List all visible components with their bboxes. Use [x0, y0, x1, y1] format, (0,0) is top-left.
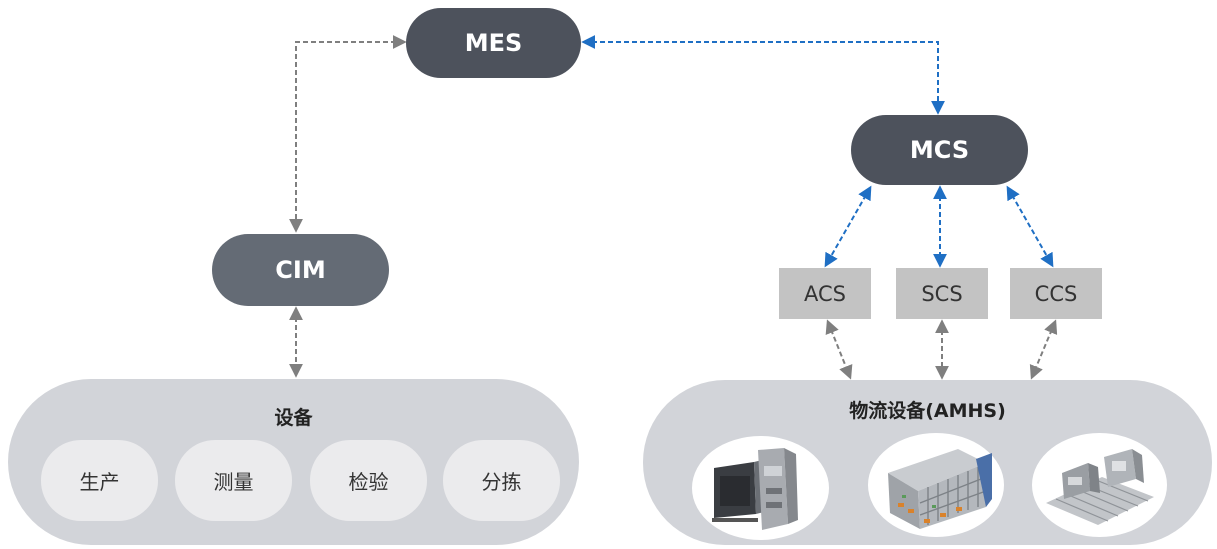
equipment-item-inspection: 检验	[310, 440, 427, 521]
cim-node: CIM	[212, 234, 389, 306]
acs-controller: ACS	[779, 268, 871, 319]
link-mes-mcs	[581, 35, 945, 115]
stocker-photo-icon	[868, 433, 1004, 537]
amhs-group-title: 物流设备(AMHS)	[849, 400, 1006, 422]
amhs-group: 物流设备(AMHS)	[643, 380, 1212, 545]
equipment-item-sorting: 分拣	[443, 440, 560, 521]
link-mcs-ccs	[1006, 185, 1054, 268]
link-acs-amhs	[825, 319, 853, 380]
conveyor-photo-icon	[1032, 433, 1167, 537]
link-mes-cim	[289, 35, 407, 233]
link-ccs-amhs	[1029, 319, 1058, 380]
equipment-photo-icon	[692, 436, 829, 540]
mes-node: MES	[406, 8, 581, 78]
equipment-item-measurement: 测量	[175, 440, 292, 521]
ccs-controller: CCS	[1010, 268, 1102, 319]
mcs-node: MCS	[851, 115, 1028, 185]
equipment-group: 设备 生产 测量 检验 分拣	[8, 379, 579, 545]
equipment-item-production: 生产	[41, 440, 158, 521]
link-mcs-acs	[824, 185, 872, 268]
scs-controller: SCS	[896, 268, 988, 319]
equipment-group-title: 设备	[274, 407, 313, 429]
